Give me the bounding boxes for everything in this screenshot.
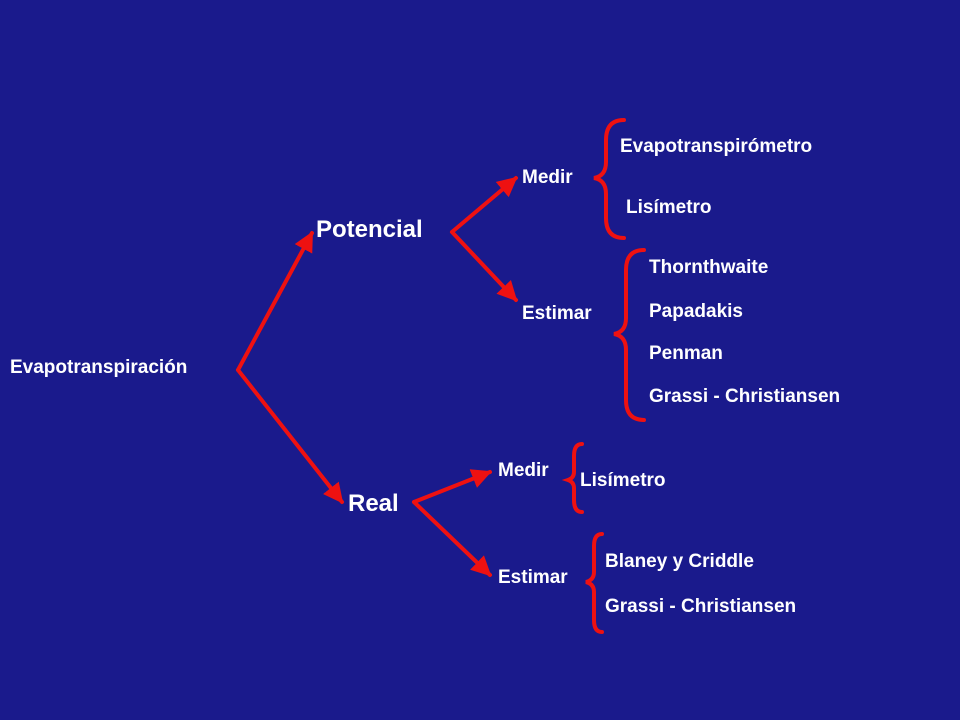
leaf-lisimetro-real: Lisímetro xyxy=(580,470,666,491)
node-real-medir: Medir xyxy=(498,460,549,481)
node-potencial-medir: Medir xyxy=(522,167,573,188)
leaf-penman: Penman xyxy=(649,343,723,364)
arrow-potencial-to-medir xyxy=(450,176,518,234)
node-evapotranspiracion: Evapotranspiración xyxy=(10,357,188,378)
brace-real-estimar xyxy=(585,532,604,634)
leaf-grassi-christiansen-real: Grassi - Christiansen xyxy=(605,596,797,617)
arrow-real-to-estimar xyxy=(412,500,492,577)
arrow-root-to-potencial xyxy=(236,231,314,372)
arrow-real-to-medir xyxy=(412,469,492,504)
brace-potencial-medir xyxy=(593,118,626,240)
brace-real-medir xyxy=(561,442,584,514)
arrow-potencial-to-estimar xyxy=(450,230,518,302)
node-real: Real xyxy=(348,490,399,517)
leaf-grassi-christiansen-potencial: Grassi - Christiansen xyxy=(649,386,841,407)
leaf-blaney-criddle: Blaney y Criddle xyxy=(605,551,754,572)
leaf-papadakis: Papadakis xyxy=(649,301,743,322)
node-potencial-estimar: Estimar xyxy=(522,303,592,324)
leaf-thornthwaite: Thornthwaite xyxy=(649,257,769,278)
arrow-root-to-real xyxy=(236,368,344,504)
brace-potencial-estimar xyxy=(613,248,646,422)
leaf-lisimetro-potencial: Lisímetro xyxy=(626,197,712,218)
node-real-estimar: Estimar xyxy=(498,567,568,588)
leaf-evapotranspirometro: Evapotranspirómetro xyxy=(620,136,813,157)
node-potencial: Potencial xyxy=(316,216,423,243)
